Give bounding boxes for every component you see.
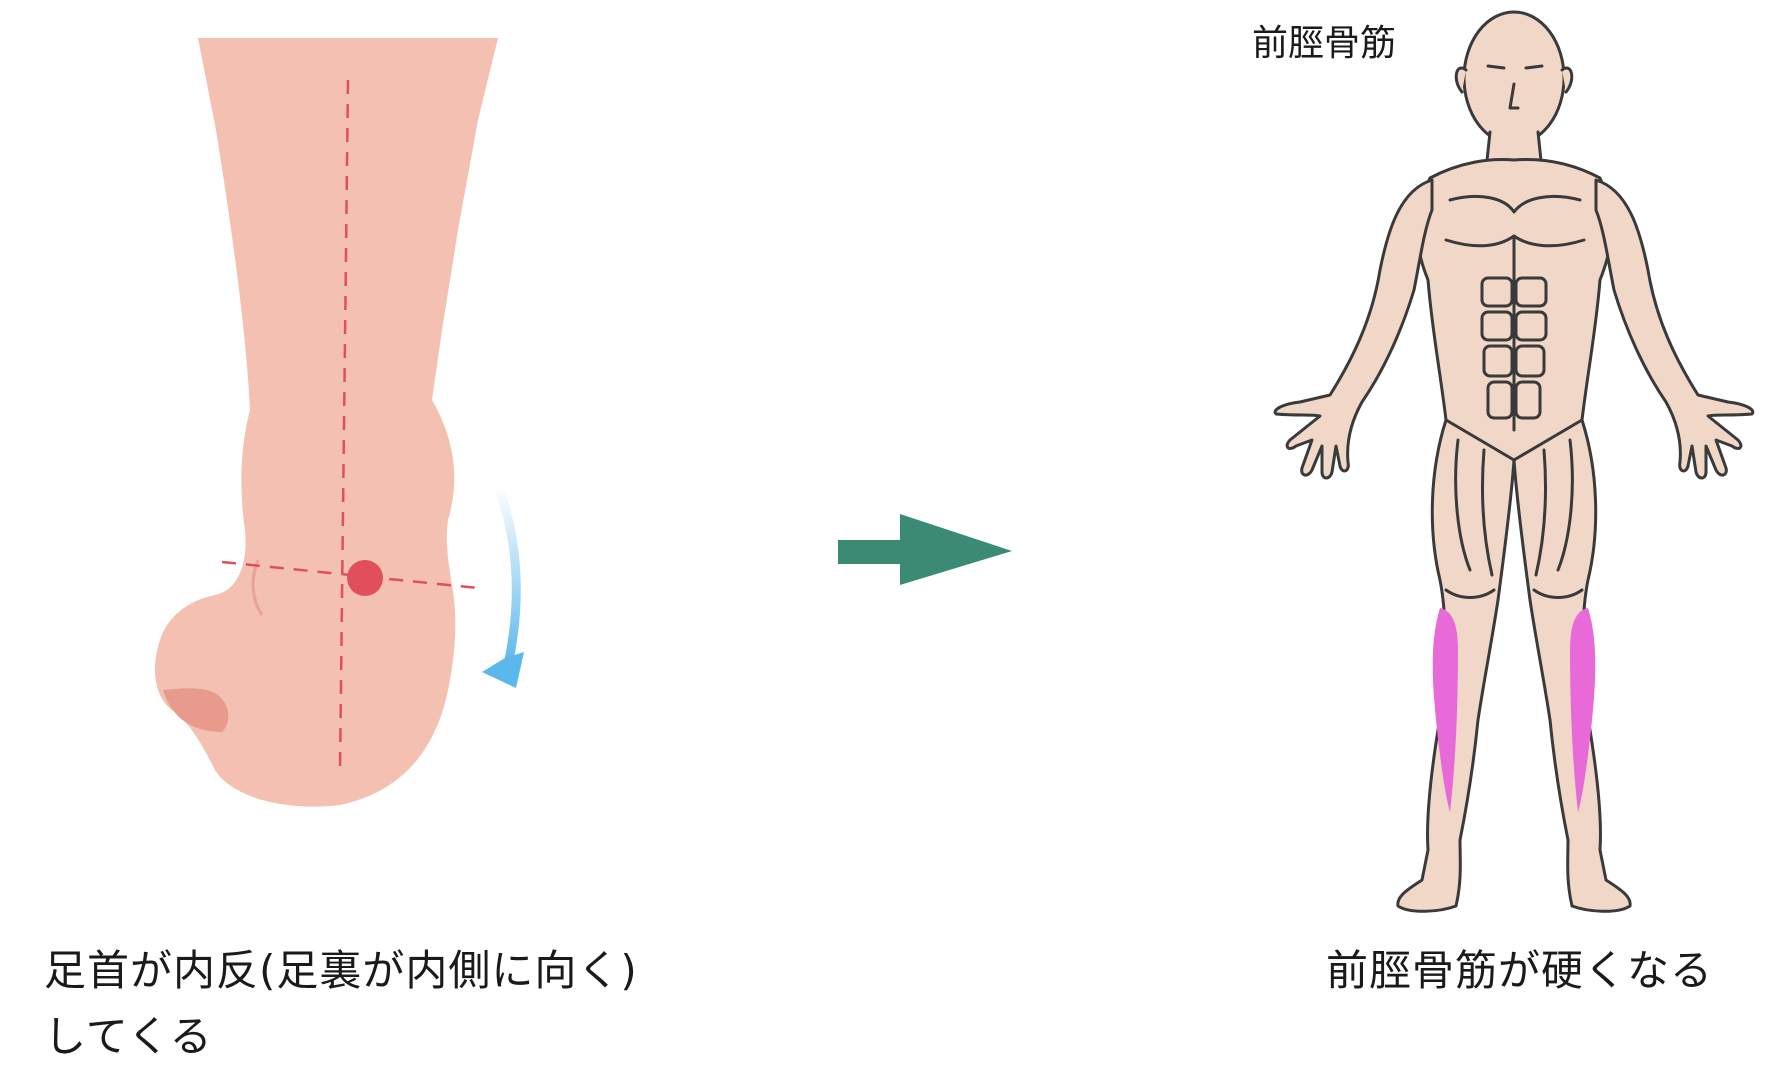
vertical-axis-line — [338, 79, 350, 771]
figure-right-arm — [1594, 178, 1755, 480]
left-caption-line-1: 足首が内反(足裏が内側に向く) — [44, 946, 638, 995]
right-caption: 前脛骨筋が硬くなる — [1326, 946, 1714, 995]
figure-left-arm — [1273, 178, 1434, 480]
muscle-name-label: 前脛骨筋 — [1252, 23, 1397, 64]
tibialis-anterior-highlight — [1432, 608, 1596, 812]
figure-head — [1462, 10, 1566, 146]
leg-and-heel — [155, 38, 498, 807]
muscle-anatomy-figure — [1273, 10, 1755, 913]
rotation-arrow-icon — [482, 480, 524, 688]
flow-arrow-icon — [838, 514, 1012, 585]
heel-inner-shadow — [163, 688, 229, 732]
ankle-rear-view — [155, 38, 498, 807]
left-caption: 足首が内反(足裏が内側に向く) してくる — [44, 938, 638, 1070]
left-caption-line-2: してくる — [44, 1012, 213, 1061]
ankle-joint-dot — [347, 560, 383, 596]
